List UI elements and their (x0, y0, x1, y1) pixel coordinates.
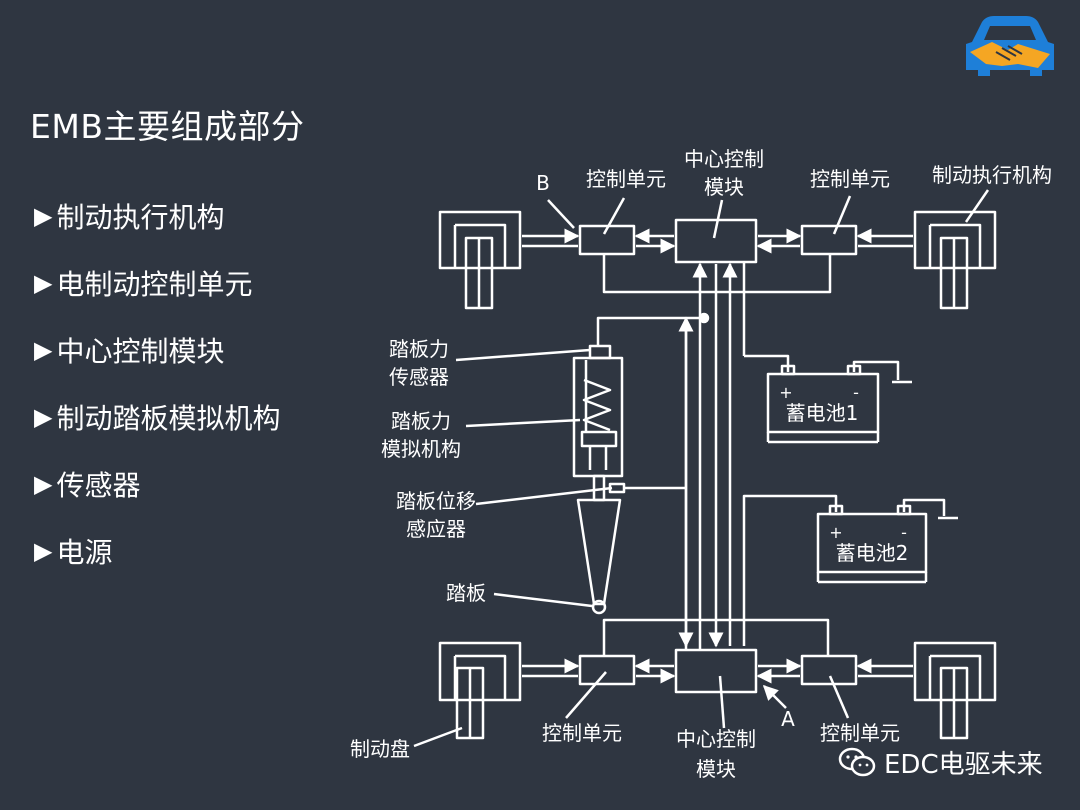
label-pedal-force-sim-line1: 踏板力 (391, 409, 451, 433)
battery-1-plus: + (779, 383, 792, 402)
watermark: EDC电驱未来 (838, 744, 1043, 780)
brake-caliper-bottom-left (438, 641, 522, 740)
battery-2-plus: + (829, 523, 842, 542)
pedal-simulator (572, 344, 626, 615)
label-pedal-force-sim-line2: 模拟机构 (381, 437, 461, 461)
bullet-label: 制动踏板模拟机构 (56, 401, 281, 435)
bullet-item: ▶电制动控制单元 (34, 249, 280, 316)
center-module-bottom-box (674, 648, 758, 694)
label-pedal-force-sensor-line1: 踏板力 (389, 337, 449, 361)
label-center-module-bottom-line2: 模块 (696, 757, 736, 781)
watermark-text: EDC电驱未来 (884, 749, 1043, 780)
bullet-label: 电制动控制单元 (56, 267, 253, 301)
label-center-module-top-line2: 模块 (704, 175, 744, 199)
control-unit-top-left-box (578, 224, 636, 256)
bullet-item: ▶传感器 (34, 450, 280, 517)
bullet-label: 传感器 (56, 468, 141, 502)
label-control-unit-top-left: 控制单元 (586, 167, 666, 191)
wechat-icon (838, 747, 876, 777)
label-pedal-force-sensor-line2: 传感器 (389, 365, 449, 389)
center-module-top-box (674, 218, 758, 264)
label-pedal-disp-sensor-line1: 踏板位移 (396, 489, 476, 513)
bullet-item: ▶制动踏板模拟机构 (34, 383, 280, 450)
bullet-item: ▶制动执行机构 (34, 182, 280, 249)
control-unit-bottom-left-box (578, 654, 636, 686)
label-brake-disc: 制动盘 (350, 737, 410, 761)
battery-1 (766, 364, 880, 444)
brake-caliper-top-left (438, 210, 522, 310)
triangle-bullet-icon: ▶ (34, 335, 53, 364)
triangle-bullet-icon: ▶ (34, 268, 53, 297)
brake-caliper-bottom-right (913, 641, 997, 740)
triangle-bullet-icon: ▶ (34, 469, 53, 498)
label-control-unit-top-right: 控制单元 (810, 167, 890, 191)
battery-2-minus: - (901, 523, 907, 542)
bullet-label: 中心控制模块 (56, 334, 225, 368)
battery-1-minus: - (853, 383, 859, 402)
control-unit-top-right-box (800, 224, 858, 256)
slide-title: EMB主要组成部分 (30, 107, 305, 146)
label-battery-1: 蓄电池1 (786, 401, 859, 425)
label-pedal: 踏板 (446, 581, 486, 605)
label-A: A (781, 707, 795, 731)
label-B: B (536, 171, 550, 195)
triangle-bullet-icon: ▶ (34, 536, 53, 565)
battery-2 (816, 504, 928, 584)
label-control-unit-bottom-right: 控制单元 (820, 721, 900, 745)
label-actuator-top-right: 制动执行机构 (932, 163, 1052, 187)
label-battery-2: 蓄电池2 (836, 541, 909, 565)
car-handshake-logo (966, 16, 1054, 76)
bullet-label: 制动执行机构 (56, 200, 225, 234)
triangle-bullet-icon: ▶ (34, 201, 53, 230)
label-pedal-disp-sensor-line2: 感应器 (406, 517, 466, 541)
label-center-module-bottom-line1: 中心控制 (676, 727, 756, 751)
bullet-item: ▶电源 (34, 517, 280, 584)
bullet-list: ▶制动执行机构 ▶电制动控制单元 ▶中心控制模块 ▶制动踏板模拟机构 ▶传感器 … (34, 182, 280, 584)
bullet-label: 电源 (56, 535, 113, 569)
label-center-module-top-line1: 中心控制 (684, 147, 764, 171)
label-control-unit-bottom-left: 控制单元 (542, 721, 622, 745)
bullet-item: ▶中心控制模块 (34, 316, 280, 383)
triangle-bullet-icon: ▶ (34, 402, 53, 431)
brake-caliper-top-right (913, 210, 997, 310)
control-unit-bottom-right-box (800, 654, 858, 686)
